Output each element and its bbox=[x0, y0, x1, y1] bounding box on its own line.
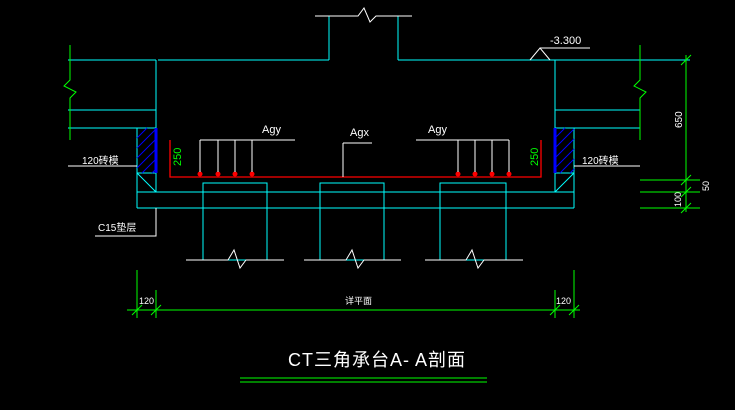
label-agx-center: Agx bbox=[350, 127, 369, 139]
rebar-dots bbox=[197, 171, 512, 177]
rebar-leaders bbox=[199, 139, 510, 177]
cushion-leader bbox=[95, 208, 157, 237]
rebar-bottom-mesh bbox=[169, 140, 542, 178]
brick-label-right: 120砖模 bbox=[582, 154, 619, 167]
pile-cap-outline bbox=[68, 59, 690, 209]
dim-650: 650 bbox=[674, 111, 685, 128]
brick-hatch-left bbox=[136, 127, 158, 174]
brick-label-left: 120砖模 bbox=[82, 154, 119, 167]
brick-hatch-right bbox=[553, 127, 575, 174]
pile-break-lines bbox=[186, 248, 523, 270]
label-agy-left: Agy bbox=[262, 124, 281, 136]
cushion-label: C15垫层 bbox=[98, 221, 136, 234]
break-line-top bbox=[315, 7, 412, 23]
dim-horizontal-bottom bbox=[127, 270, 580, 318]
dim-center: 详平面 bbox=[345, 295, 372, 306]
title-underline bbox=[240, 377, 487, 383]
slab-break-lines bbox=[63, 45, 647, 140]
dim-vertical-right bbox=[640, 54, 700, 214]
dim-50: 50 bbox=[701, 181, 711, 191]
dim-120-right: 120 bbox=[556, 296, 571, 306]
column-stub bbox=[158, 16, 555, 61]
brick-outer-lines bbox=[136, 172, 575, 193]
pile-group bbox=[202, 182, 507, 261]
cover-label-right: 250 bbox=[529, 148, 541, 166]
elevation-marker bbox=[529, 47, 590, 61]
label-agy-right: Agy bbox=[428, 124, 447, 136]
dim-120-left: 120 bbox=[139, 296, 154, 306]
cover-label-left: 250 bbox=[172, 148, 184, 166]
dim-100: 100 bbox=[673, 192, 683, 207]
elevation-label: -3.300 bbox=[550, 35, 581, 47]
drawing-title: CT三角承台A- A剖面 bbox=[288, 350, 466, 370]
